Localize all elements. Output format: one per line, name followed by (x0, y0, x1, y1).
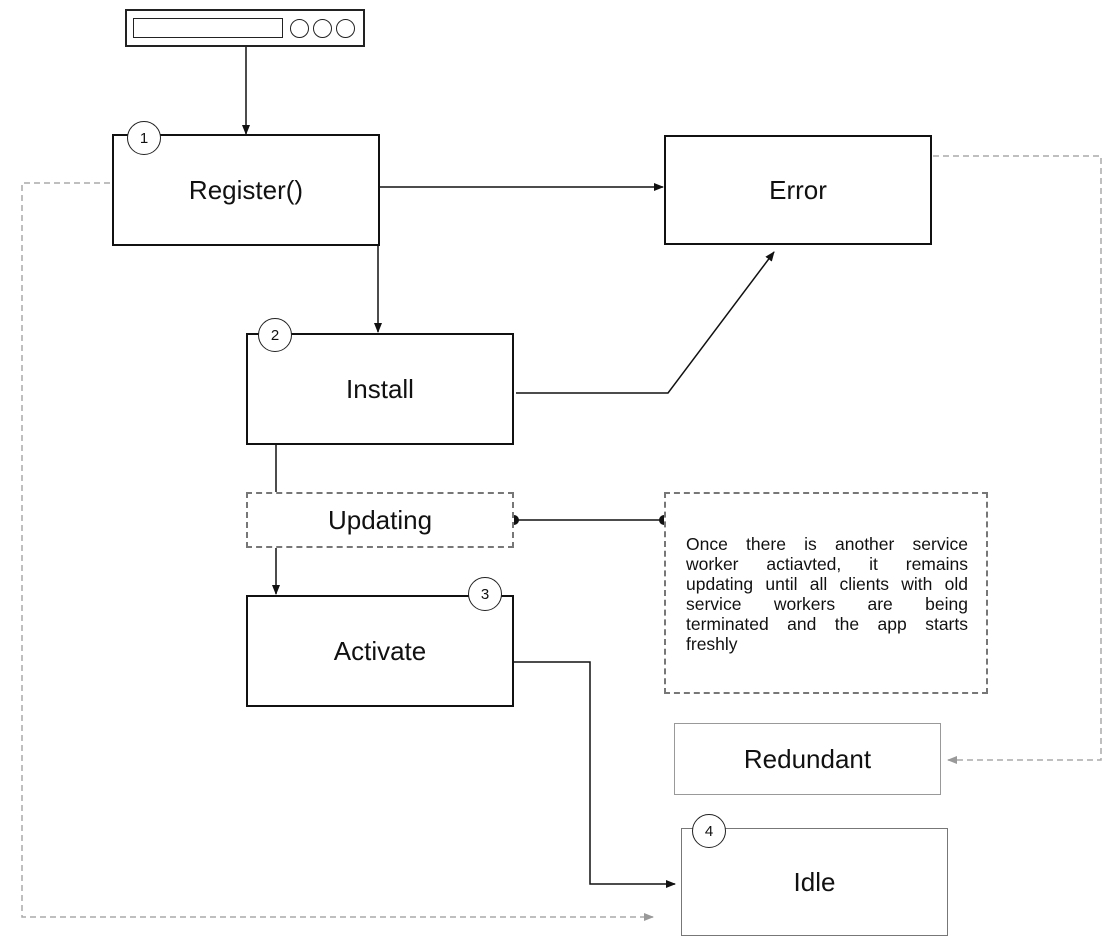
node-updating: Updating (246, 492, 514, 548)
node-idle-label: Idle (793, 866, 836, 897)
address-bar-shape (133, 18, 283, 38)
updating-note-text: Once there is another service worker act… (686, 534, 968, 654)
node-activate: Activate (246, 595, 514, 707)
edge-activate-idle (513, 661, 676, 888)
updating-note: Once there is another service worker act… (664, 492, 988, 694)
node-error-label: Error (769, 174, 827, 205)
node-idle: Idle (681, 828, 948, 936)
node-updating-label: Updating (327, 504, 433, 535)
node-error: Error (664, 135, 932, 245)
step-badge-2: 2 (258, 318, 292, 352)
window-button-3 (336, 19, 355, 38)
browser-window-icon (125, 9, 365, 47)
node-activate-label: Activate (333, 635, 427, 666)
step-badge-3: 3 (468, 577, 502, 611)
node-register: Register() (112, 134, 380, 246)
window-button-1 (290, 19, 309, 38)
node-redundant: Redundant (674, 723, 941, 795)
node-install: Install (246, 333, 514, 445)
step-badge-1: 1 (127, 121, 161, 155)
edge-register-idle-dashed (21, 182, 654, 921)
step-badge-4: 4 (692, 814, 726, 848)
node-register-label: Register() (188, 174, 304, 205)
node-redundant-label: Redundant (743, 743, 872, 774)
window-button-2 (313, 19, 332, 38)
edge-install-error (516, 251, 775, 394)
node-install-label: Install (346, 373, 414, 404)
